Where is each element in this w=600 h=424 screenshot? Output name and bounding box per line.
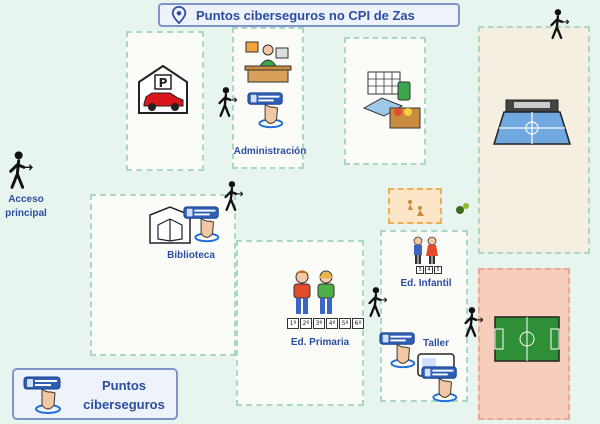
- legend-label: Puntos ciberseguros: [83, 378, 165, 412]
- grade-cell: 3º: [313, 318, 325, 329]
- grade-cell: 3: [416, 266, 424, 274]
- playground-icon: [408, 200, 424, 216]
- infantil-grades: 3 4 5: [416, 266, 442, 274]
- walking-person-icon: [6, 150, 34, 190]
- cybersafe-point-icon[interactable]: [378, 330, 420, 370]
- parking-icon: P: [138, 64, 188, 114]
- walking-person-icon: [462, 306, 484, 338]
- infantil-label: Ed. Infantil: [400, 278, 452, 289]
- cybersafe-point-icon: [22, 374, 66, 416]
- walking-person-icon: [216, 86, 238, 118]
- cafeteria-icon: [362, 71, 421, 129]
- grade-cell: 2º: [300, 318, 312, 329]
- access-label: Acceso principal: [5, 194, 47, 219]
- library-book-icon: [149, 206, 191, 244]
- legend-box: Puntos ciberseguros: [12, 368, 178, 420]
- library-label: Biblioteca: [167, 250, 215, 261]
- primary-grades: 1º 2º 3º 4º 5º 6º: [287, 318, 364, 329]
- walking-person-icon: [366, 286, 388, 318]
- children-icon: [413, 236, 438, 264]
- workshop-label: Taller: [423, 338, 449, 349]
- grade-cell: 1º: [287, 318, 299, 329]
- grade-cell: 5: [434, 266, 442, 274]
- library-zone: [90, 194, 236, 356]
- map-title: Puntos ciberseguros no CPI de Zas: [196, 7, 415, 23]
- svg-text:P: P: [159, 76, 168, 90]
- soccer-field-icon: [494, 316, 560, 362]
- cybersafe-point-icon[interactable]: [182, 204, 224, 244]
- playground-area: [388, 188, 442, 224]
- primary-label: Ed. Primaria: [290, 337, 350, 348]
- cybersafe-point-icon[interactable]: [420, 364, 462, 404]
- grade-cell: 5º: [339, 318, 351, 329]
- grade-cell: 4º: [326, 318, 338, 329]
- map-title-box: Puntos ciberseguros no CPI de Zas: [158, 3, 460, 27]
- office-worker-icon: [244, 41, 292, 83]
- ball-icon: [456, 203, 469, 214]
- sports-pavilion-icon: [492, 99, 572, 145]
- children-icon: [293, 270, 335, 314]
- walking-person-icon: [222, 180, 244, 212]
- location-pin-icon: [171, 6, 187, 24]
- grade-cell: 6º: [352, 318, 364, 329]
- cybersafe-point-icon[interactable]: [246, 90, 288, 130]
- administration-label: Administración: [233, 146, 307, 157]
- grade-cell: 4: [425, 266, 433, 274]
- walking-person-icon: [548, 8, 570, 40]
